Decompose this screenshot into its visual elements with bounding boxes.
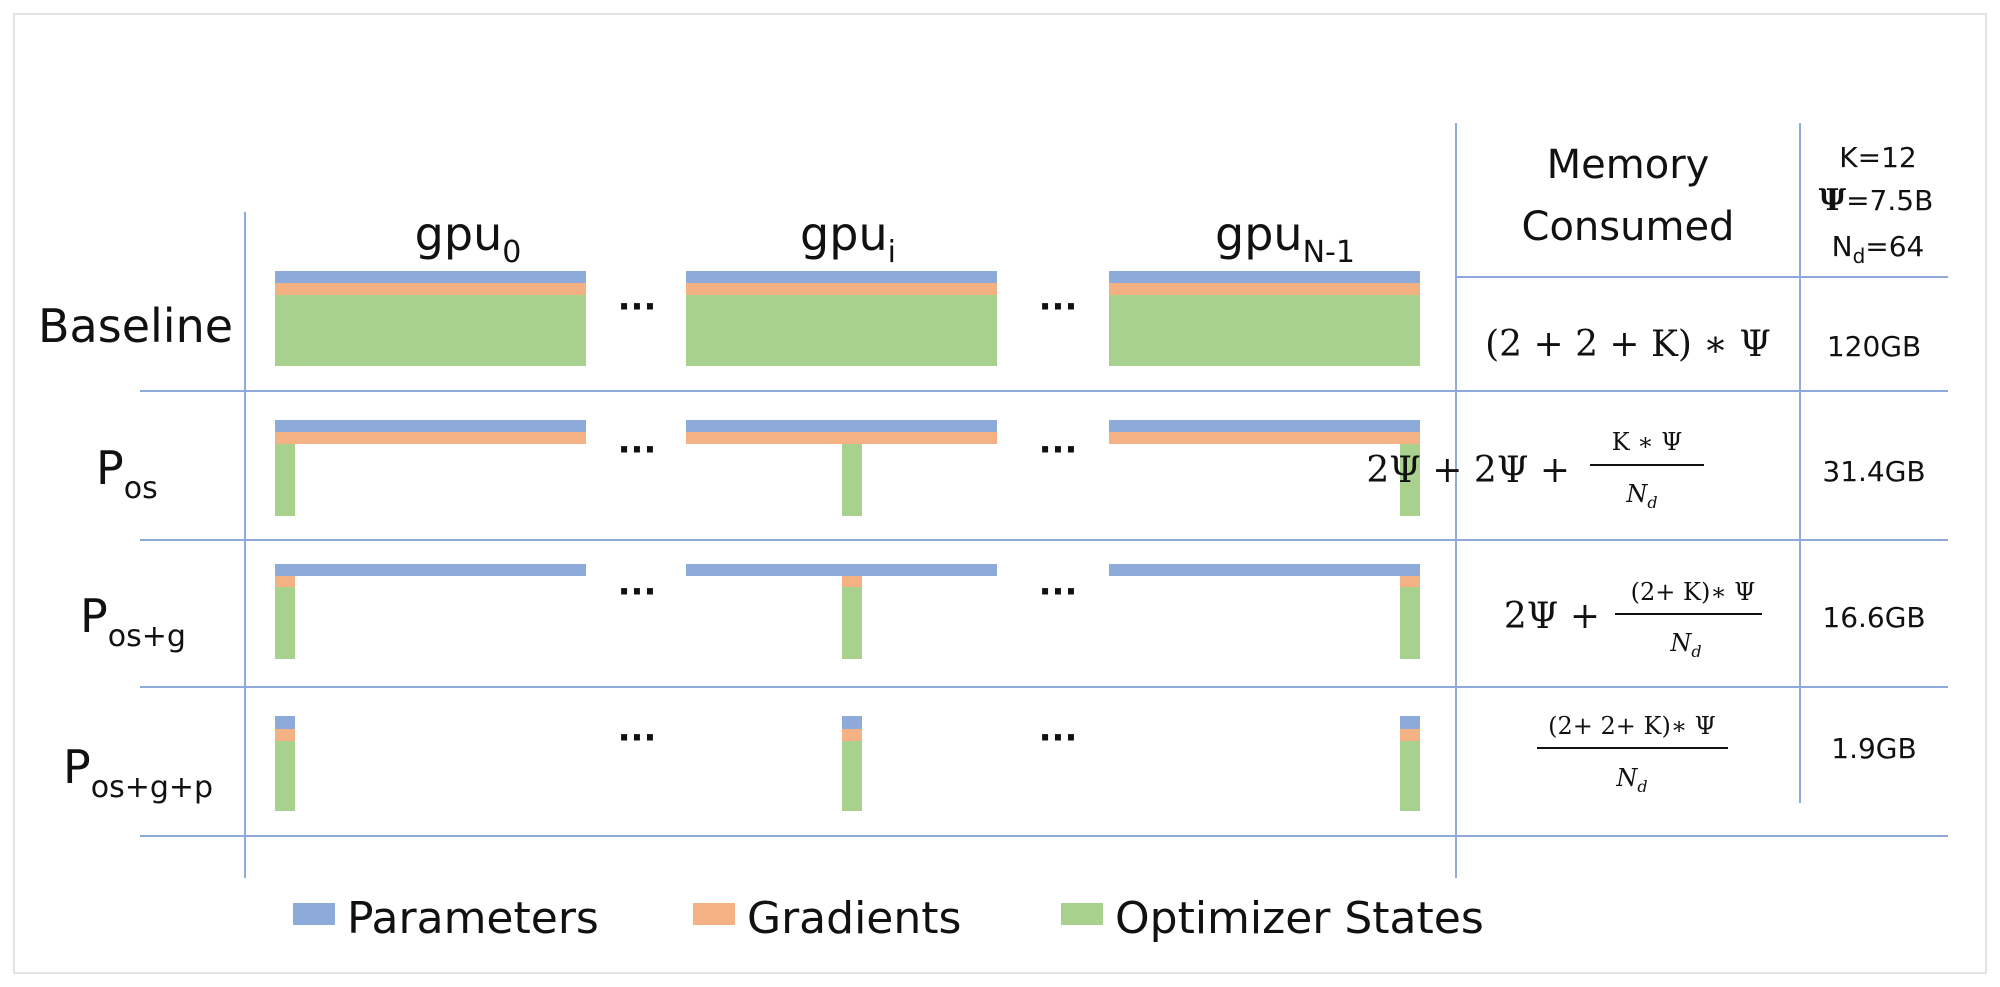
parameters-block: [686, 420, 997, 432]
optimizer-block: [1400, 741, 1420, 811]
ellipsis: ···: [1039, 718, 1078, 758]
optimizer-block: [275, 295, 586, 366]
psi-value: Ψ=7.5B: [1819, 183, 1934, 218]
parameters-block: [275, 564, 586, 576]
ellipsis: ···: [1039, 287, 1078, 327]
parameters-block: [842, 716, 862, 729]
gradients-block: [275, 432, 586, 444]
memory-header-line2: Consumed: [1522, 204, 1735, 250]
formula-baseline: (2 + 2 + K) ∗ Ψ: [1485, 324, 1771, 365]
ellipsis-group: ··· ··· ··· ··· ··· ··· ··· ···: [618, 287, 1078, 758]
ellipsis: ···: [618, 718, 657, 758]
legend-gradients-swatch: [693, 903, 735, 925]
row-label-posg: Pos+g: [80, 589, 186, 654]
row-label-posgp: Pos+g+p: [63, 740, 213, 805]
gradients-block: [1400, 729, 1420, 741]
formula-posgp-numerator: (2+ 2+ K)∗ Ψ: [1548, 712, 1716, 740]
gpuN-header: gpuN-1: [1215, 207, 1355, 270]
grid-lines: [140, 123, 1948, 878]
gradients-block: [275, 283, 586, 295]
memory-value-baseline: 120GB: [1827, 330, 1921, 363]
legend-parameters-swatch: [293, 903, 335, 925]
memory-blocks: [275, 271, 1420, 811]
gradients-block: [275, 576, 295, 587]
legend-optimizer-label: Optimizer States: [1115, 893, 1484, 944]
optimizer-block: [842, 741, 862, 811]
optimizer-block: [1400, 587, 1420, 659]
ellipsis: ···: [618, 430, 657, 470]
parameters-block: [1109, 271, 1420, 283]
parameters-block: [686, 271, 997, 283]
optimizer-block: [275, 741, 295, 811]
parameters-block: [686, 564, 997, 576]
formula-pos-lead: 2Ψ + 2Ψ +: [1366, 450, 1570, 491]
nd-value: Nd=64: [1832, 230, 1925, 268]
gradients-block: [275, 729, 295, 741]
formula-posg-numerator: (2+ K)∗ Ψ: [1631, 578, 1756, 606]
gradients-block: [842, 576, 862, 587]
formula-pos-denominator: Nd: [1625, 480, 1657, 512]
legend: Parameters Gradients Optimizer States: [293, 893, 1484, 944]
gpui-header: gpui: [800, 207, 896, 270]
gradients-block: [1109, 283, 1420, 295]
ellipsis: ···: [618, 287, 657, 327]
row-label-pos: Pos: [96, 441, 158, 506]
memory-value-posgp: 1.9GB: [1831, 732, 1916, 765]
parameters-block: [275, 420, 586, 432]
memory-header-line1: Memory: [1547, 142, 1710, 188]
optimizer-block: [842, 587, 862, 659]
formula-pos-numerator: K ∗ Ψ: [1612, 428, 1683, 456]
gradients-block: [842, 729, 862, 741]
legend-parameters-label: Parameters: [347, 893, 599, 944]
gpu0-header: gpu0: [415, 207, 522, 270]
parameters-block: [275, 716, 295, 729]
gradients-block: [1400, 576, 1420, 587]
parameters-block: [1109, 420, 1420, 432]
k-value: K=12: [1839, 141, 1916, 174]
formulas: (2 + 2 + K) ∗ Ψ 2Ψ + 2Ψ + K ∗ Ψ Nd 2Ψ + …: [1366, 324, 1771, 796]
optimizer-block: [686, 295, 997, 366]
legend-gradients-label: Gradients: [747, 893, 961, 944]
optimizer-block: [1109, 295, 1420, 366]
optimizer-block: [275, 444, 295, 516]
optimizer-block: [842, 444, 862, 516]
figure-frame: [13, 13, 1987, 974]
gradients-block: [686, 283, 997, 295]
parameters-block: [1400, 716, 1420, 729]
formula-posgp-denominator: Nd: [1615, 764, 1647, 796]
ellipsis: ···: [618, 572, 657, 612]
ellipsis: ···: [1039, 572, 1078, 612]
ellipsis: ···: [1039, 430, 1078, 470]
memory-value-pos: 31.4GB: [1822, 455, 1925, 488]
parameters-block: [1109, 564, 1420, 576]
row-label-baseline: Baseline: [38, 299, 233, 353]
memory-value-posg: 16.6GB: [1822, 601, 1925, 634]
gradients-block: [686, 432, 997, 444]
optimizer-block: [275, 587, 295, 659]
optimizer-block: [1400, 444, 1420, 516]
parameters-block: [275, 271, 586, 283]
formula-posg-denominator: Nd: [1669, 629, 1701, 661]
formula-posg-lead: 2Ψ +: [1504, 596, 1600, 637]
gradients-block: [1109, 432, 1420, 444]
legend-optimizer-swatch: [1061, 903, 1103, 925]
